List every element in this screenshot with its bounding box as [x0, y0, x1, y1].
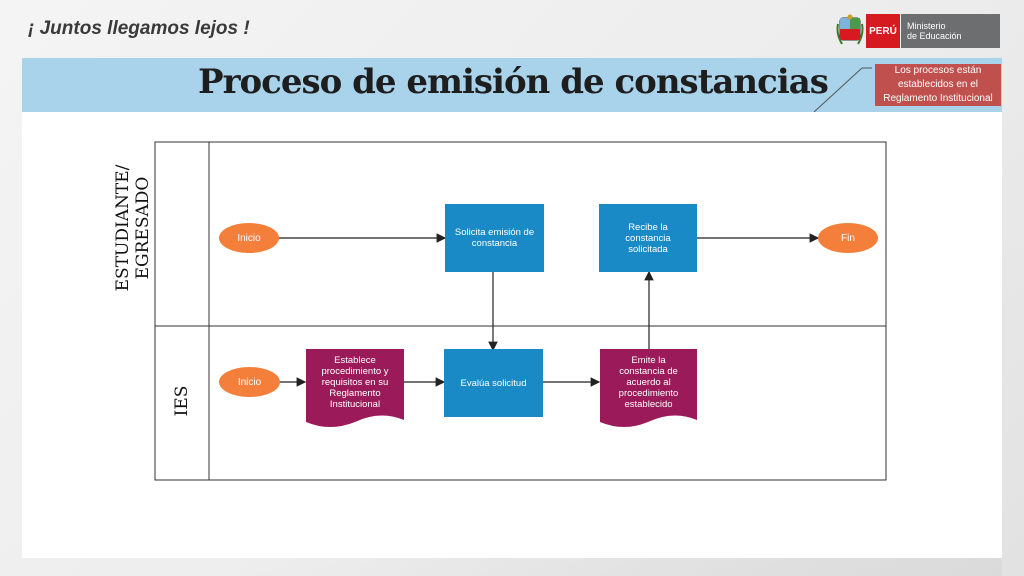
ministry-logo: PERÚ Ministerio de Educación — [836, 14, 1000, 48]
issue-document-shape — [600, 349, 697, 427]
evaluate-node: Evalúa solicitud — [444, 349, 543, 417]
logo-ministry-line2: de Educación — [907, 31, 962, 41]
coat-of-arms-icon — [836, 14, 864, 45]
receive-node: Recibe la constancia solicitada — [599, 204, 697, 272]
request-node: Solicita emisión de constancia — [445, 204, 544, 272]
page-title: Proceso de emisión de constancias — [198, 62, 829, 102]
content-area — [22, 112, 1002, 558]
lane-label-student: ESTUDIANTE/ EGRESADO — [113, 164, 153, 292]
start-student-node: Inicio — [219, 223, 279, 253]
swimlane-frame — [154, 141, 887, 481]
decorative-slash — [813, 67, 872, 113]
logo-peru-label: PERÚ — [866, 14, 900, 48]
issue-node: Emite la constancia de acuerdo al proced… — [618, 354, 679, 410]
regulation-note: Los procesos están establecidos en el Re… — [875, 64, 1001, 106]
start-ies-node: Inicio — [219, 367, 280, 397]
lane-label-ies: IES — [172, 385, 192, 417]
logo-ministry-label: Ministerio de Educación — [900, 14, 1000, 48]
title-banner — [22, 58, 1002, 112]
slogan: ¡ Juntos llegamos lejos ! — [28, 18, 250, 39]
logo-ministry-line1: Ministerio — [907, 21, 946, 31]
establish-document-shape — [306, 349, 404, 427]
establish-node: Establece procedimiento y requisitos en … — [321, 354, 389, 410]
end-node: Fin — [818, 223, 878, 253]
